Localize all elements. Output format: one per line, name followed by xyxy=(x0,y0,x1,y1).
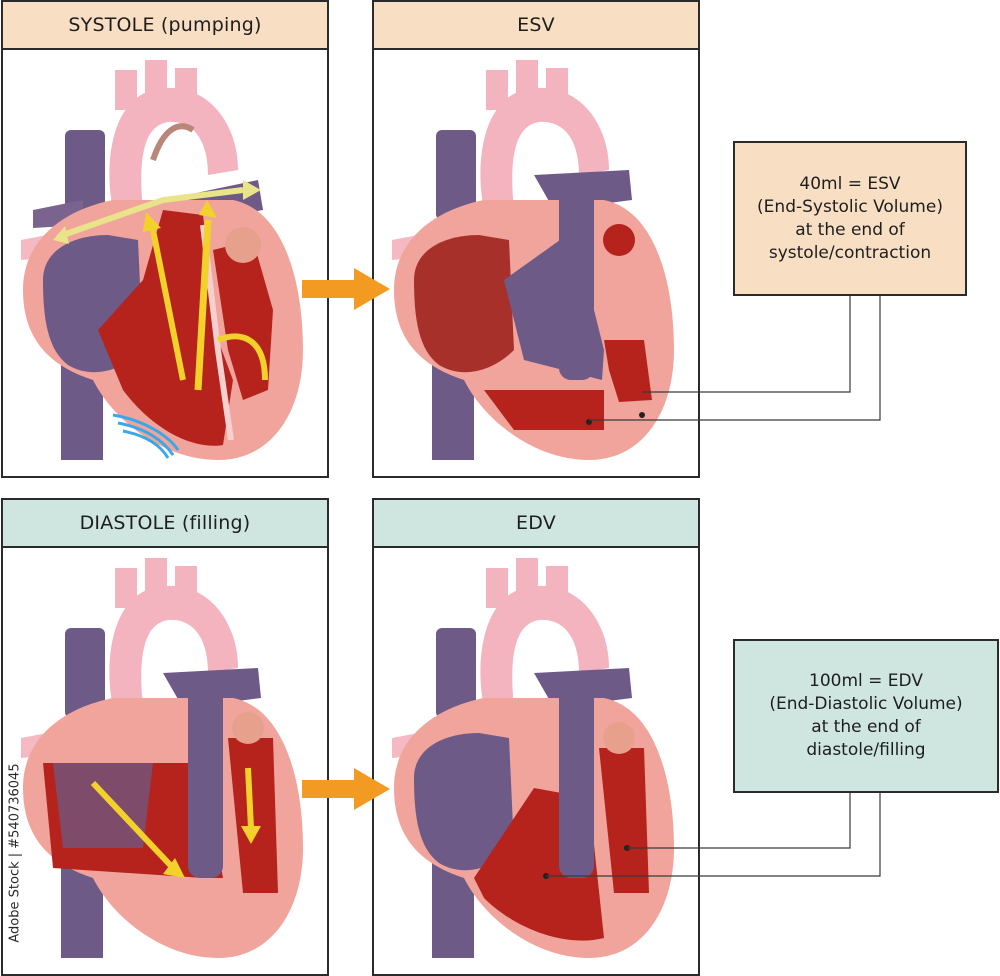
diastole-heart-illustration xyxy=(21,558,303,958)
systole-panel: SYSTOLE (pumping) xyxy=(1,0,329,478)
esv-callout: 40ml = ESV (End-Systolic Volume) at the … xyxy=(733,141,967,296)
edv-callout-line-3: at the end of xyxy=(811,717,921,737)
systole-to-esv-arrow xyxy=(302,268,390,310)
esv-panel: ESV xyxy=(372,0,700,478)
stock-credit: Adobe Stock | #540736045 xyxy=(2,735,28,970)
diastole-to-edv-arrow xyxy=(302,768,390,810)
diastole-header: DIASTOLE (filling) xyxy=(3,500,327,548)
edv-callout: 100ml = EDV (End-Diastolic Volume) at th… xyxy=(733,639,999,793)
esv-callout-line-1: 40ml = ESV xyxy=(799,173,901,194)
esv-header: ESV xyxy=(374,2,698,50)
esv-heart-illustration xyxy=(392,60,674,460)
edv-callout-line-1: 100ml = EDV xyxy=(809,671,923,691)
esv-callout-line-4: systole/contraction xyxy=(768,242,932,263)
edv-callout-line-2: (End-Diastolic Volume) xyxy=(769,694,963,714)
esv-callout-line-2: (End-Systolic Volume) xyxy=(757,196,943,217)
edv-header: EDV xyxy=(374,500,698,548)
esv-callout-line-3: at the end of xyxy=(795,219,905,240)
systole-heart-illustration xyxy=(21,60,303,460)
stock-credit-text: Adobe Stock | #540736045 xyxy=(7,762,23,943)
diastole-panel: DIASTOLE (filling) xyxy=(1,498,329,976)
edv-heart-illustration xyxy=(392,558,674,958)
edv-callout-line-4: diastole/filling xyxy=(806,740,926,760)
systole-header: SYSTOLE (pumping) xyxy=(3,2,327,50)
edv-panel: EDV xyxy=(372,498,700,976)
